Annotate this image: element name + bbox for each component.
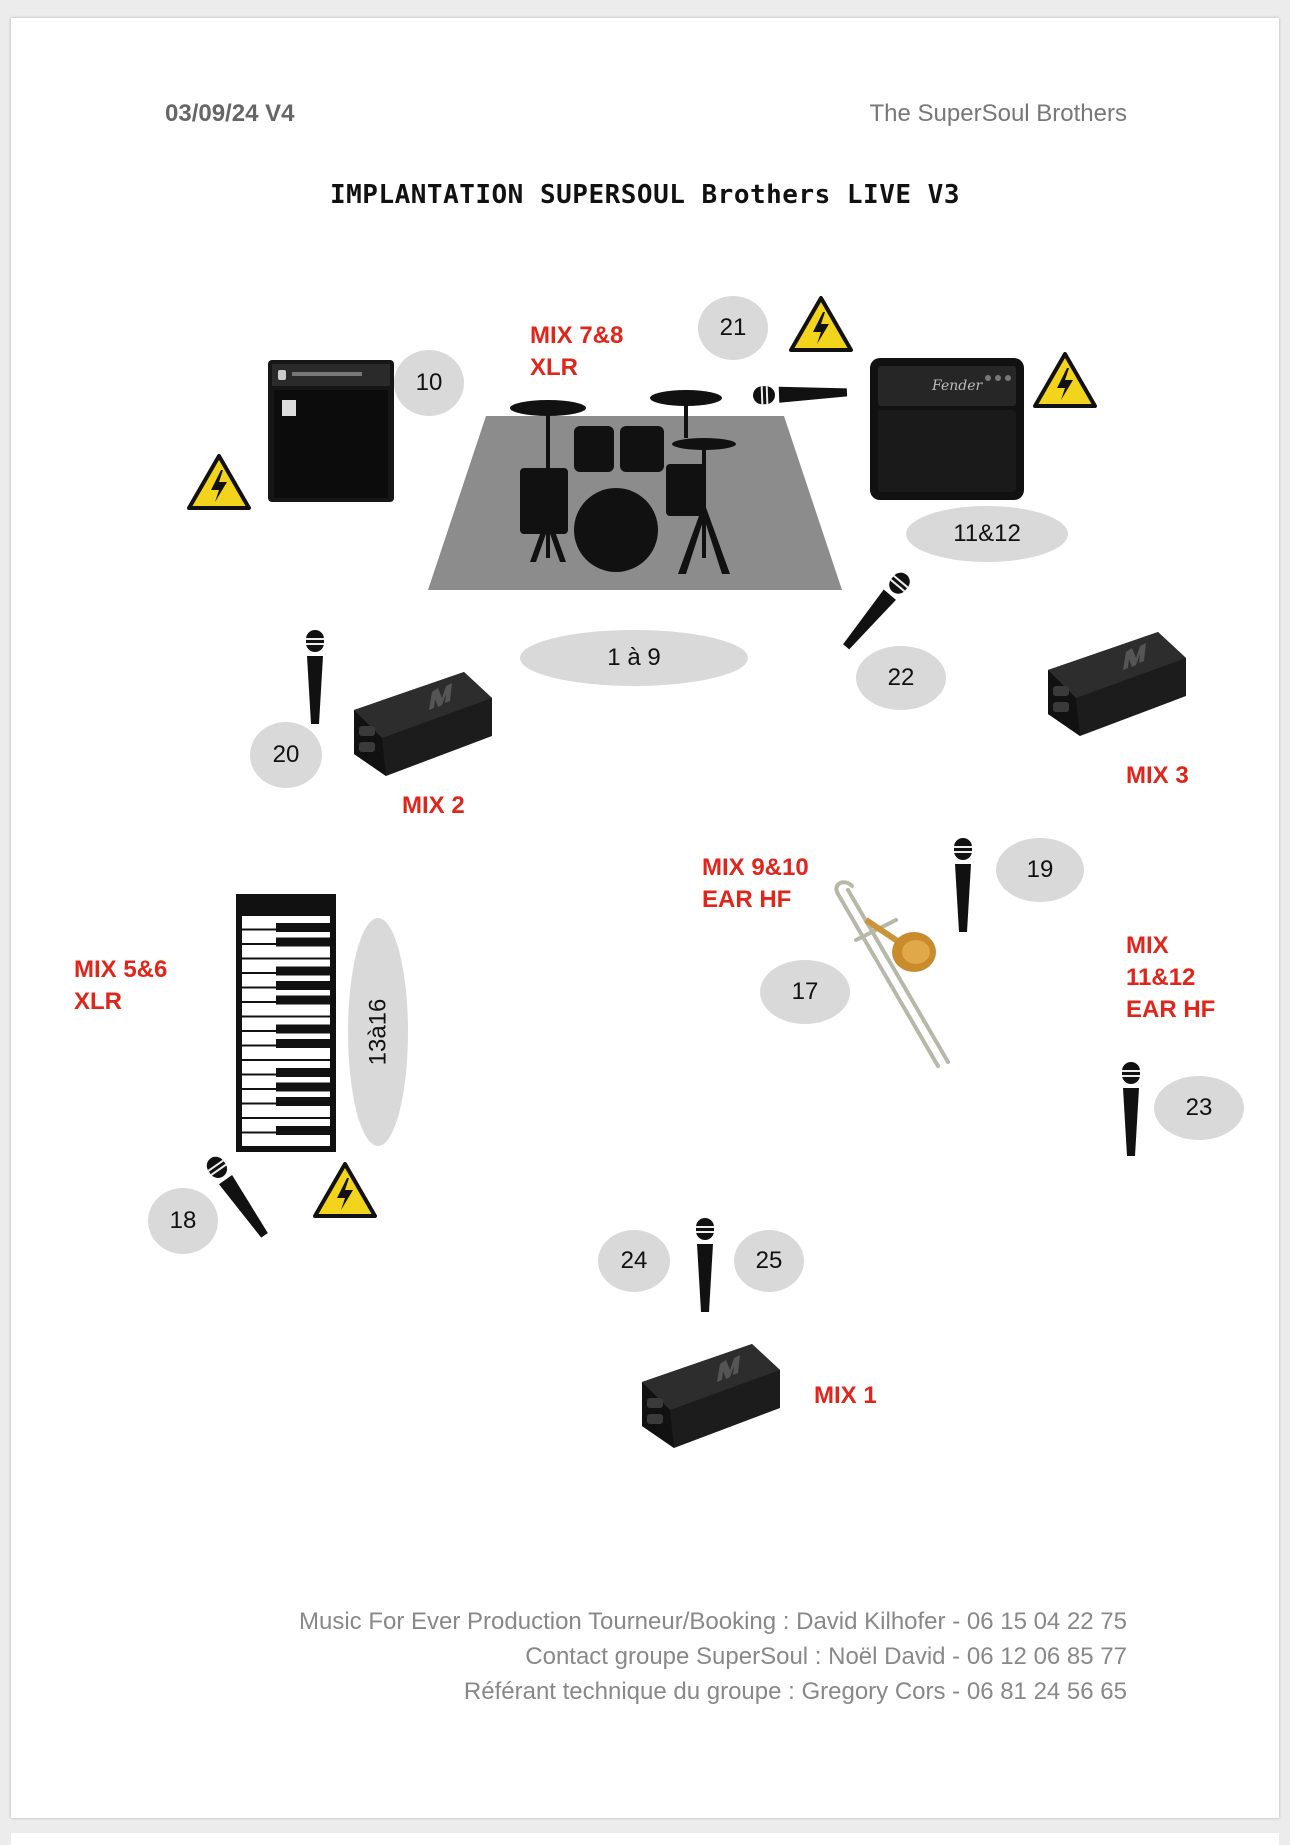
drum-kit-icon bbox=[510, 390, 736, 574]
warning-icon bbox=[312, 1162, 378, 1218]
footer-booking: Music For Ever Production Tourneur/Booki… bbox=[299, 1608, 1127, 1635]
band-name: The SuperSoul Brothers bbox=[869, 100, 1127, 127]
microphone-icon bbox=[300, 626, 330, 726]
channel-25: 25 bbox=[734, 1230, 804, 1292]
keyboard-icon bbox=[236, 894, 336, 1152]
mix-5-6-label: MIX 5&6 XLR bbox=[74, 954, 167, 1018]
channel-13-16: 13à16 bbox=[348, 918, 408, 1146]
footer-tech: Référant technique du groupe : Gregory C… bbox=[463, 1678, 1127, 1705]
mix-7-8-line2: XLR bbox=[530, 354, 578, 381]
wedge-monitor-icon bbox=[1040, 628, 1190, 738]
mix-11-12-line3: EAR HF bbox=[1126, 996, 1216, 1023]
mix-9-10-line2: EAR HF bbox=[702, 886, 792, 913]
next-page-edge bbox=[11, 1833, 1279, 1845]
mix-2-label: MIX 2 bbox=[402, 792, 465, 819]
bass-amp-icon bbox=[268, 360, 394, 502]
mix-11-12-label: MIX 11&12 EAR HF bbox=[1126, 930, 1215, 1026]
mix-5-6-line1: MIX 5&6 bbox=[74, 956, 168, 983]
mix-3-label: MIX 3 bbox=[1126, 762, 1189, 789]
wedge-monitor-icon bbox=[634, 1340, 784, 1450]
warning-icon bbox=[1032, 352, 1098, 408]
microphone-icon bbox=[690, 1214, 720, 1314]
page-sheet bbox=[11, 18, 1279, 1818]
date-version: 03/09/24 V4 bbox=[165, 100, 295, 127]
channel-11-12: 11&12 bbox=[906, 506, 1068, 562]
mix-9-10-line1: MIX 9&10 bbox=[702, 854, 809, 881]
channel-19: 19 bbox=[996, 838, 1084, 902]
channel-10: 10 bbox=[394, 350, 464, 416]
guitar-amp-icon: Fender bbox=[870, 358, 1024, 500]
mix-1-label: MIX 1 bbox=[814, 1382, 877, 1409]
microphone-icon bbox=[1116, 1058, 1146, 1158]
microphone-icon bbox=[784, 344, 814, 444]
mix-7-8-label: MIX 7&8 XLR bbox=[530, 320, 623, 384]
mix-11-12-line1: MIX bbox=[1126, 932, 1169, 959]
mix-5-6-line2: XLR bbox=[74, 988, 122, 1015]
channel-22: 22 bbox=[856, 646, 946, 710]
microphone-icon bbox=[862, 560, 892, 660]
wedge-monitor-icon bbox=[346, 668, 496, 778]
warning-icon bbox=[186, 454, 252, 510]
channel-21: 21 bbox=[698, 296, 768, 360]
channel-18: 18 bbox=[148, 1188, 218, 1254]
mix-7-8-line1: MIX 7&8 bbox=[530, 322, 624, 349]
channel-1-a-9: 1 à 9 bbox=[520, 630, 748, 686]
channel-24: 24 bbox=[598, 1230, 670, 1292]
microphone-icon bbox=[222, 1146, 252, 1246]
mix-9-10-label: MIX 9&10 EAR HF bbox=[702, 852, 809, 916]
fender-logo: Fender bbox=[931, 378, 983, 394]
mix-11-12-line2: 11&12 bbox=[1126, 964, 1196, 991]
channel-20: 20 bbox=[250, 722, 322, 788]
page-title: IMPLANTATION SUPERSOUL Brothers LIVE V3 bbox=[330, 180, 960, 210]
trombone-icon bbox=[834, 880, 950, 1068]
channel-23: 23 bbox=[1154, 1076, 1244, 1140]
channel-17: 17 bbox=[760, 960, 850, 1024]
footer-contact: Contact groupe SuperSoul : Noël David - … bbox=[525, 1643, 1127, 1670]
channel-13-16-label: 13à16 bbox=[364, 998, 391, 1066]
